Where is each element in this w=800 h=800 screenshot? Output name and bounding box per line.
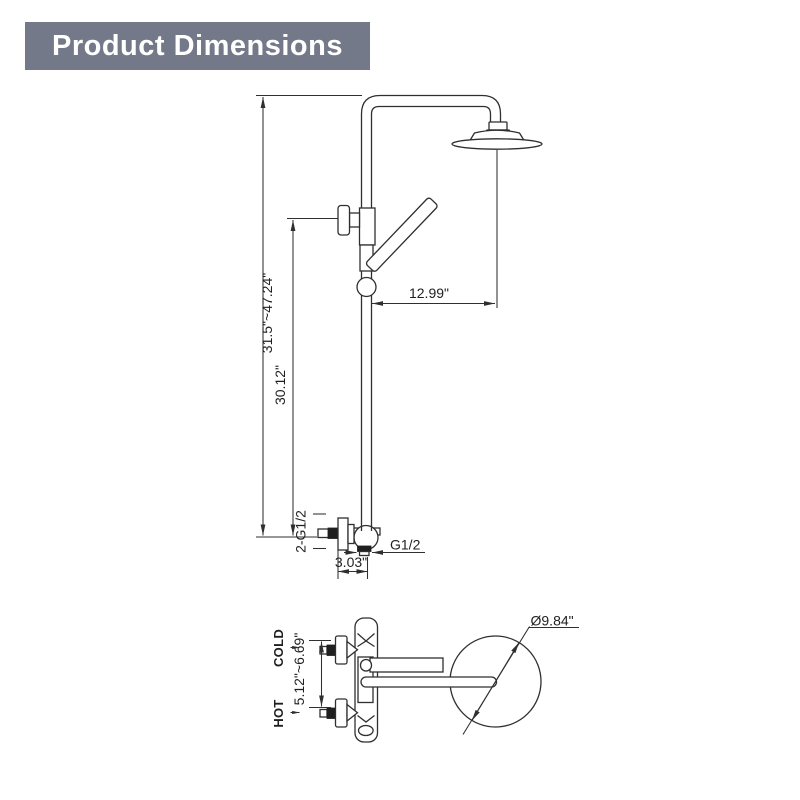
outlet-thread-band [357, 545, 372, 552]
hot-inlet-nub [319, 708, 328, 718]
bar-bottom-screw-hole [357, 724, 374, 737]
rain-shower-head-rim [451, 138, 543, 150]
escutcheon-collar [347, 523, 355, 545]
hot-inlet-cone [346, 703, 359, 723]
arm-reach-label: 12.99" [409, 285, 449, 301]
bar-top-clamp [357, 633, 375, 648]
cold-inlet-thread [326, 644, 336, 656]
hot-inlet-thread [326, 707, 336, 719]
diameter-arrow-sw [471, 681, 496, 721]
diameter-arrow-ne [495, 642, 520, 682]
cold-inlet-disc [334, 635, 348, 665]
inlet-thread-square [327, 527, 339, 539]
slider-knob-stem [348, 212, 361, 228]
outlet-tip [358, 550, 370, 557]
hot-inlet-disc [334, 698, 348, 728]
wall-distance-label: 3.03" [335, 554, 367, 570]
hand-shower-top-cap [359, 658, 373, 672]
bar-bottom-clamp [357, 714, 375, 723]
slider-height-label: 30.12" [272, 365, 288, 405]
wall-escutcheon [337, 517, 349, 551]
shower-riser-pipe-inner [370, 105, 492, 526]
head-connector-nut [488, 121, 508, 131]
slider-bracket [358, 207, 376, 246]
hand-shower-ball-joint [356, 276, 377, 298]
inlet-spacing-label: 5.12"~6.69" [291, 633, 307, 706]
outlet-thread-label: G1/2 [390, 537, 421, 553]
inlet-thread-label: 2-G1/2 [293, 510, 309, 553]
top-view: Ø9.84" 5.12"~6.69" COLD HOT [271, 613, 579, 743]
head-diameter-label: Ø9.84" [531, 613, 574, 629]
hot-label: HOT [271, 699, 286, 727]
page-title: Product Dimensions [25, 22, 370, 70]
valve-pipe-joint [360, 526, 373, 531]
gooseneck-top-arm [360, 676, 498, 688]
hand-shower-top-arm [369, 657, 444, 673]
shower-riser-pipe [360, 94, 502, 526]
cold-label: COLD [271, 629, 286, 667]
slider-knob [337, 204, 351, 236]
side-view: 31.5"~47.24" 30.12" 12.99" 2-G1/2 G1/2 3… [256, 94, 543, 579]
hand-shower-wand [365, 197, 438, 272]
cold-inlet-cone [346, 640, 359, 660]
overall-height-label: 31.5"~47.24" [259, 273, 275, 353]
inlet-stem [317, 528, 330, 539]
